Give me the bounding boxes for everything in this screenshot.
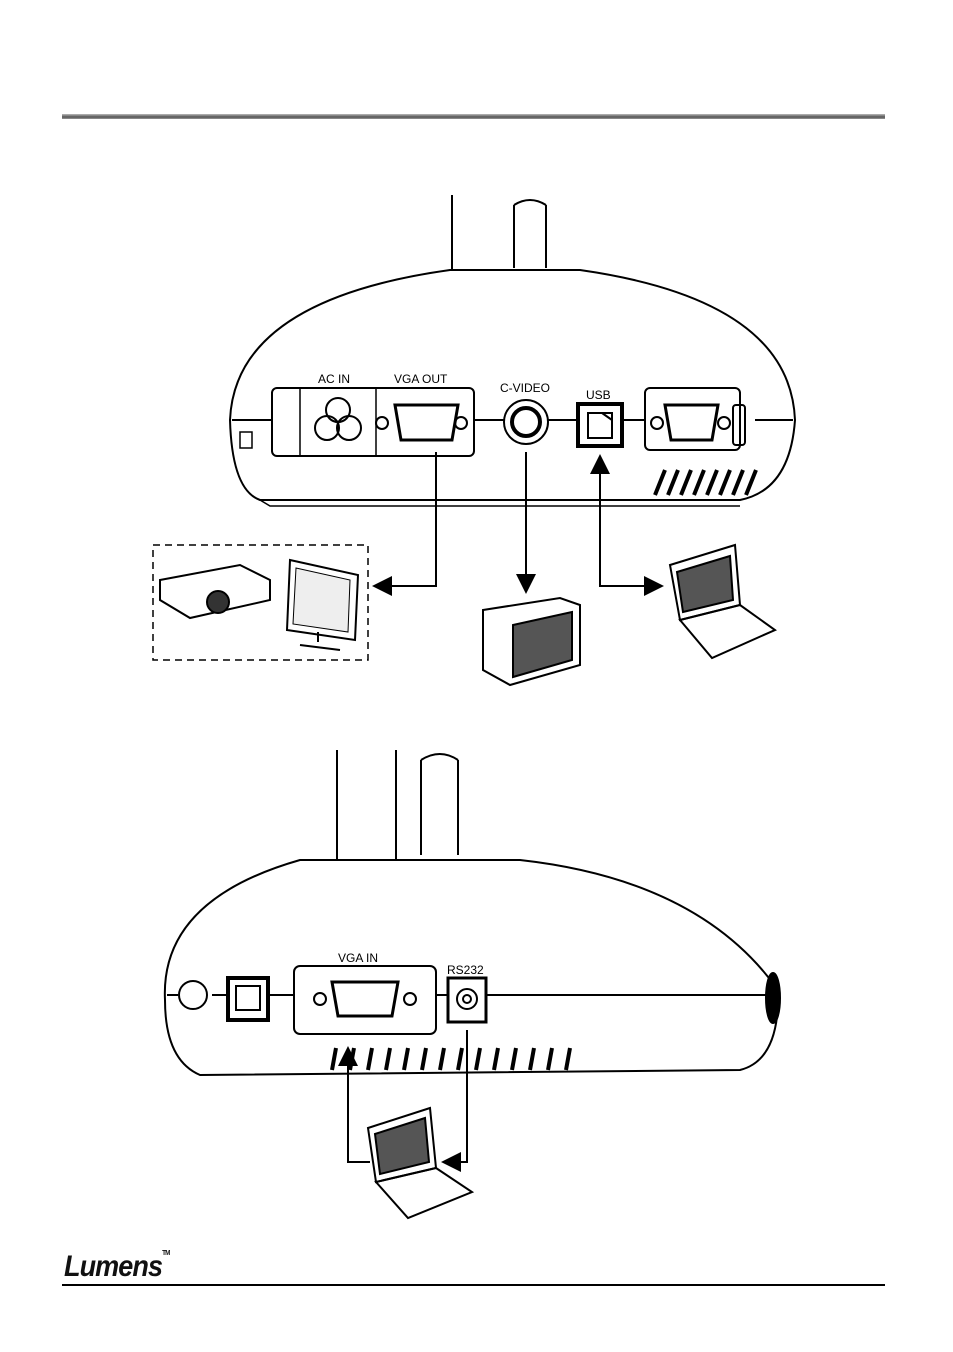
usb-port-icon xyxy=(576,402,624,448)
camera-side-view: VGA IN RS232 xyxy=(163,750,781,1077)
c-video-port-icon xyxy=(503,399,549,445)
vga-out-port-icon xyxy=(375,403,468,442)
vga-in-label: VGA IN xyxy=(338,951,378,965)
ac-in-label: AC IN xyxy=(318,372,350,386)
header-rule xyxy=(62,114,885,119)
rs232-label: RS232 xyxy=(447,963,484,977)
connection-arrows-top xyxy=(372,452,664,596)
laptop-icon xyxy=(668,543,778,660)
vga-in-port-icon xyxy=(313,980,417,1018)
display-group-box xyxy=(152,544,369,661)
tv-icon xyxy=(482,596,581,687)
rs232-port-icon xyxy=(446,976,488,1024)
trademark: TM xyxy=(162,1250,170,1257)
lumens-logo: LumensTM xyxy=(64,1250,170,1284)
monitor-icon xyxy=(285,558,360,651)
projector-icon xyxy=(159,563,271,620)
connection-arrows-bottom xyxy=(338,1030,468,1172)
logo-text: Lumens xyxy=(64,1250,163,1283)
laptop-icon-bottom xyxy=(366,1106,475,1220)
camera-rear-view: AC IN VGA OUT C-VIDEO USB xyxy=(228,195,797,507)
ac-in-socket-icon xyxy=(314,397,362,441)
usb-label: USB xyxy=(586,388,611,402)
vga-port-icon xyxy=(644,387,746,451)
c-video-label: C-VIDEO xyxy=(500,381,550,395)
vga-out-label: VGA OUT xyxy=(394,372,448,386)
footer-rule xyxy=(62,1284,885,1286)
